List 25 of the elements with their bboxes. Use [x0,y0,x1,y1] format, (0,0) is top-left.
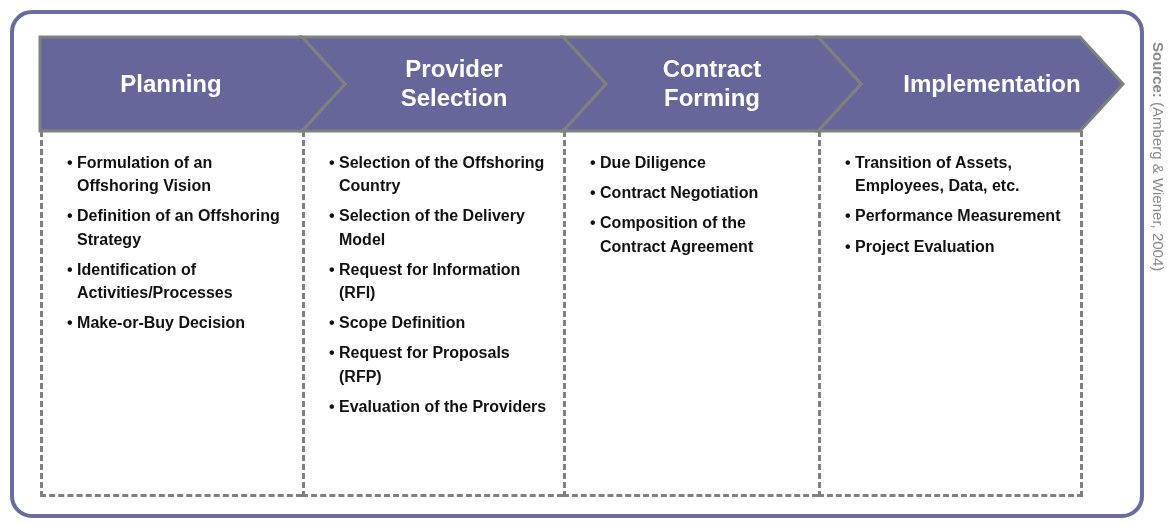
bullet-item: • Contract Negotiation [590,183,760,204]
bullet-item: • Selection of the Delivery Model [329,206,526,250]
bullet-item: • Performance Measurement [845,206,1062,227]
bullet-item: • Request for Proposals (RFP) [329,343,511,387]
bullet-item: • Definition of an Offshoring Strategy [67,206,281,250]
bullet-item: • Scope Definition [329,313,467,334]
phase-title: Planning [120,69,222,99]
bullet-item: • Due Diligence [590,153,707,173]
bullet-item: • Make-or-Buy Decision [67,313,247,334]
phase-title: Contract Forming [661,55,763,113]
bullet-item: • Selection of the Offshoring Country [329,153,546,197]
bullet-item: • Project Evaluation [845,236,996,257]
source-note: Source: (Amberg & Wiener, 2004) [1150,42,1167,272]
bullet-item: • Identification of Activities/Processes [67,259,234,303]
bullet-item: • Composition of the Contract Agreement [590,213,755,257]
phase-title: Provider Selection [399,55,509,113]
phase-title: Implementation [903,69,1081,99]
bullet-item: • Evaluation of the Providers [329,396,548,417]
dashed-column [40,131,302,497]
dashed-column [818,131,1083,497]
dashed-column [302,131,563,497]
bullet-item: • Formulation of an Offshoring Vision [67,153,214,197]
bullet-item: • Transition of Assets, Employees, Data, etc. [845,153,1021,197]
dashed-column [563,131,818,497]
bullet-item: • Request for Information (RFI) [329,259,522,303]
